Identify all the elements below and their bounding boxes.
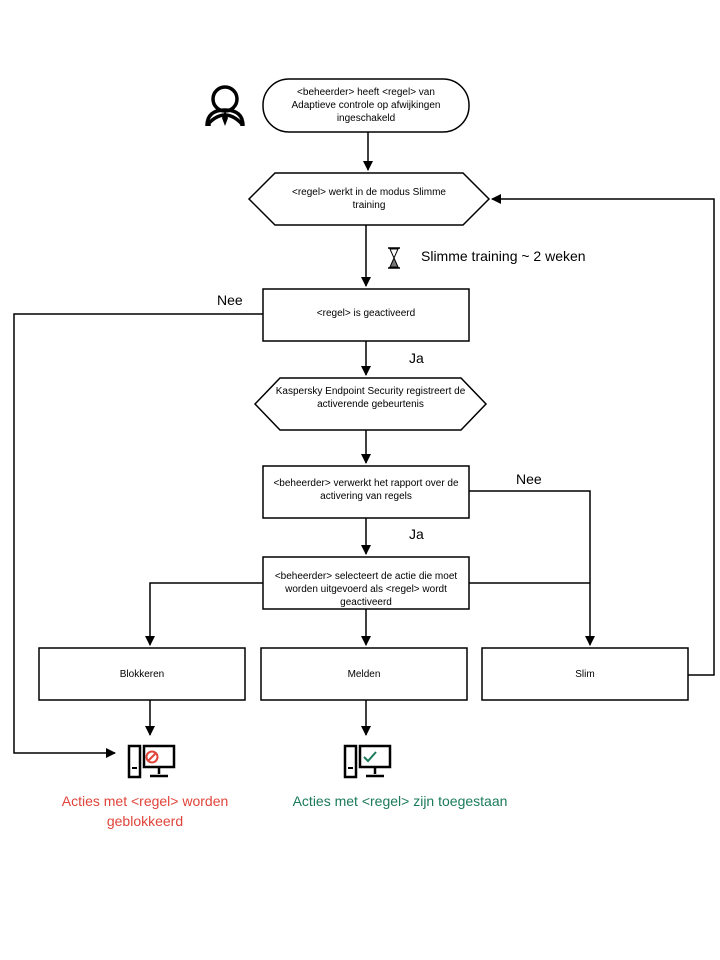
admin-selects-node: <beheerder> selecteert de actie die moet… [274, 570, 458, 608]
admin-processes-node: <beheerder> verwerkt het rapport over de… [273, 478, 459, 502]
connectors [13, 132, 715, 758]
triggered-node: <regel> is geactiveerd [316, 307, 416, 319]
smart-node: Slim [575, 668, 595, 680]
admin-selects-node-shape [262, 556, 470, 610]
smart-mode-node-shape [247, 172, 491, 226]
computer-allowed-icon [343, 744, 392, 779]
yes-processed-label: Ja [409, 526, 424, 542]
edge-selects-to-block [145, 582, 263, 646]
triggered-node-shape [262, 288, 470, 342]
start-node: <beheerder> heeft <regel> van Adaptieve … [291, 87, 441, 124]
edge-processes-no-to-smart [469, 490, 595, 646]
computer-blocked-icon [127, 744, 176, 779]
result-blocked: Acties met <regel> worden geblokkeerd [61, 793, 229, 829]
block-node: Blokkeren [119, 668, 165, 680]
kes-node-shape [253, 377, 488, 431]
result-allowed: Acties met <regel> zijn toegestaan [292, 793, 508, 809]
edge-smart-loop-back [491, 194, 715, 676]
hourglass-icon [388, 247, 400, 269]
no-triggered-label: Nee [217, 292, 243, 308]
no-processed-label: Nee [516, 471, 542, 487]
start-node-shape [262, 78, 470, 133]
admin-processes-node-shape [262, 465, 470, 519]
smart-mode-node: <regel> werkt in de modus Slimme trainin… [292, 187, 446, 211]
smart-node-shape [481, 647, 689, 701]
kes-node: Kaspersky Endpoint Security registreert … [275, 386, 466, 410]
edge-triggered-no-to-blocked [13, 313, 263, 758]
notify-node: Melden [347, 668, 381, 680]
block-node-shape [38, 647, 246, 701]
yes-triggered-label: Ja [409, 350, 424, 366]
user-body [205, 108, 245, 127]
training-time-label: Slimme training ~ 2 weken [421, 248, 586, 264]
notify-node-shape [260, 647, 468, 701]
